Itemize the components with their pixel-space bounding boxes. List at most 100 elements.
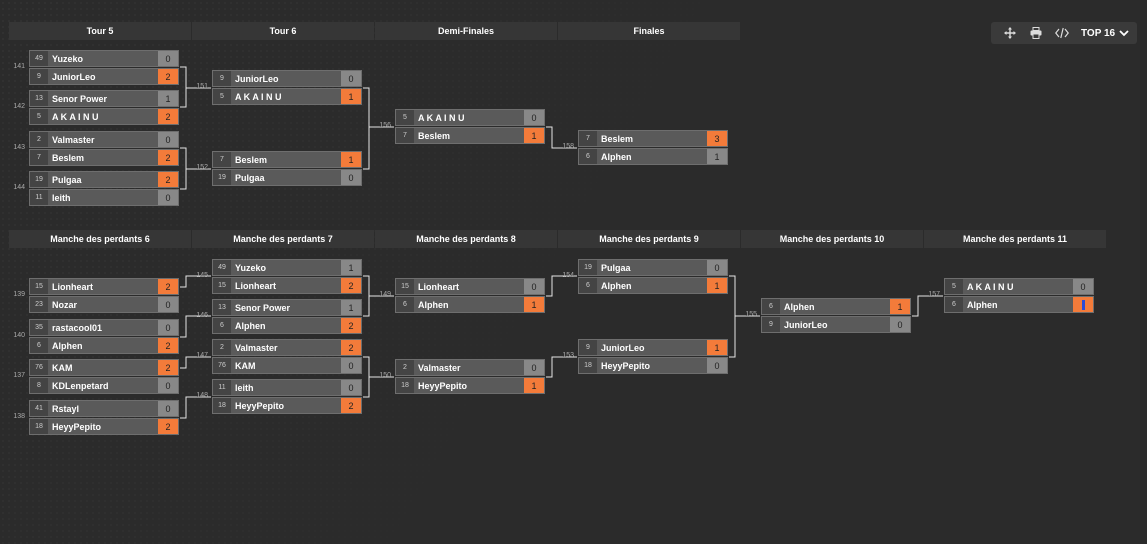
- player-score[interactable]: [1073, 297, 1093, 312]
- player-seed: 7: [396, 128, 414, 143]
- player-score: 0: [524, 360, 544, 375]
- header-losers-6: Manche des perdants 6: [9, 230, 191, 248]
- match-number: 153: [562, 352, 574, 359]
- player-name: A K A I N U: [52, 111, 99, 122]
- player-name: A K A I N U: [235, 91, 282, 102]
- player-score: 2: [158, 360, 178, 375]
- player-seed: 35: [30, 320, 48, 335]
- top-select[interactable]: TOP 16: [1081, 28, 1129, 39]
- header-losers-8: Manche des perdants 8: [375, 230, 557, 248]
- code-icon[interactable]: [1049, 22, 1075, 44]
- player-name: HeyyPepito: [418, 380, 468, 391]
- player-score: 1: [341, 260, 361, 275]
- player-seed: 19: [30, 172, 48, 187]
- player-seed: 7: [579, 131, 597, 146]
- player-seed: 15: [396, 279, 414, 294]
- player-name: Nozar: [52, 299, 78, 310]
- player-name: JuniorLeo: [235, 73, 279, 84]
- player-name: Yuzeko: [52, 53, 84, 64]
- move-icon[interactable]: [997, 22, 1023, 44]
- player-score: 0: [341, 380, 361, 395]
- top-label: TOP 16: [1081, 27, 1116, 39]
- header-losers-10: Manche des perdants 10: [741, 230, 923, 248]
- print-icon[interactable]: [1023, 22, 1049, 44]
- header-tour-6: Tour 6: [192, 22, 374, 40]
- player-name: Valmaster: [418, 362, 461, 373]
- player-seed: 6: [579, 278, 597, 293]
- player-score: 0: [341, 71, 361, 86]
- player-name: Valmaster: [235, 342, 278, 353]
- player-name: Pulgaa: [52, 174, 82, 185]
- match-number: 149: [379, 291, 391, 298]
- player-score: 2: [341, 318, 361, 333]
- player-score: 0: [707, 260, 727, 275]
